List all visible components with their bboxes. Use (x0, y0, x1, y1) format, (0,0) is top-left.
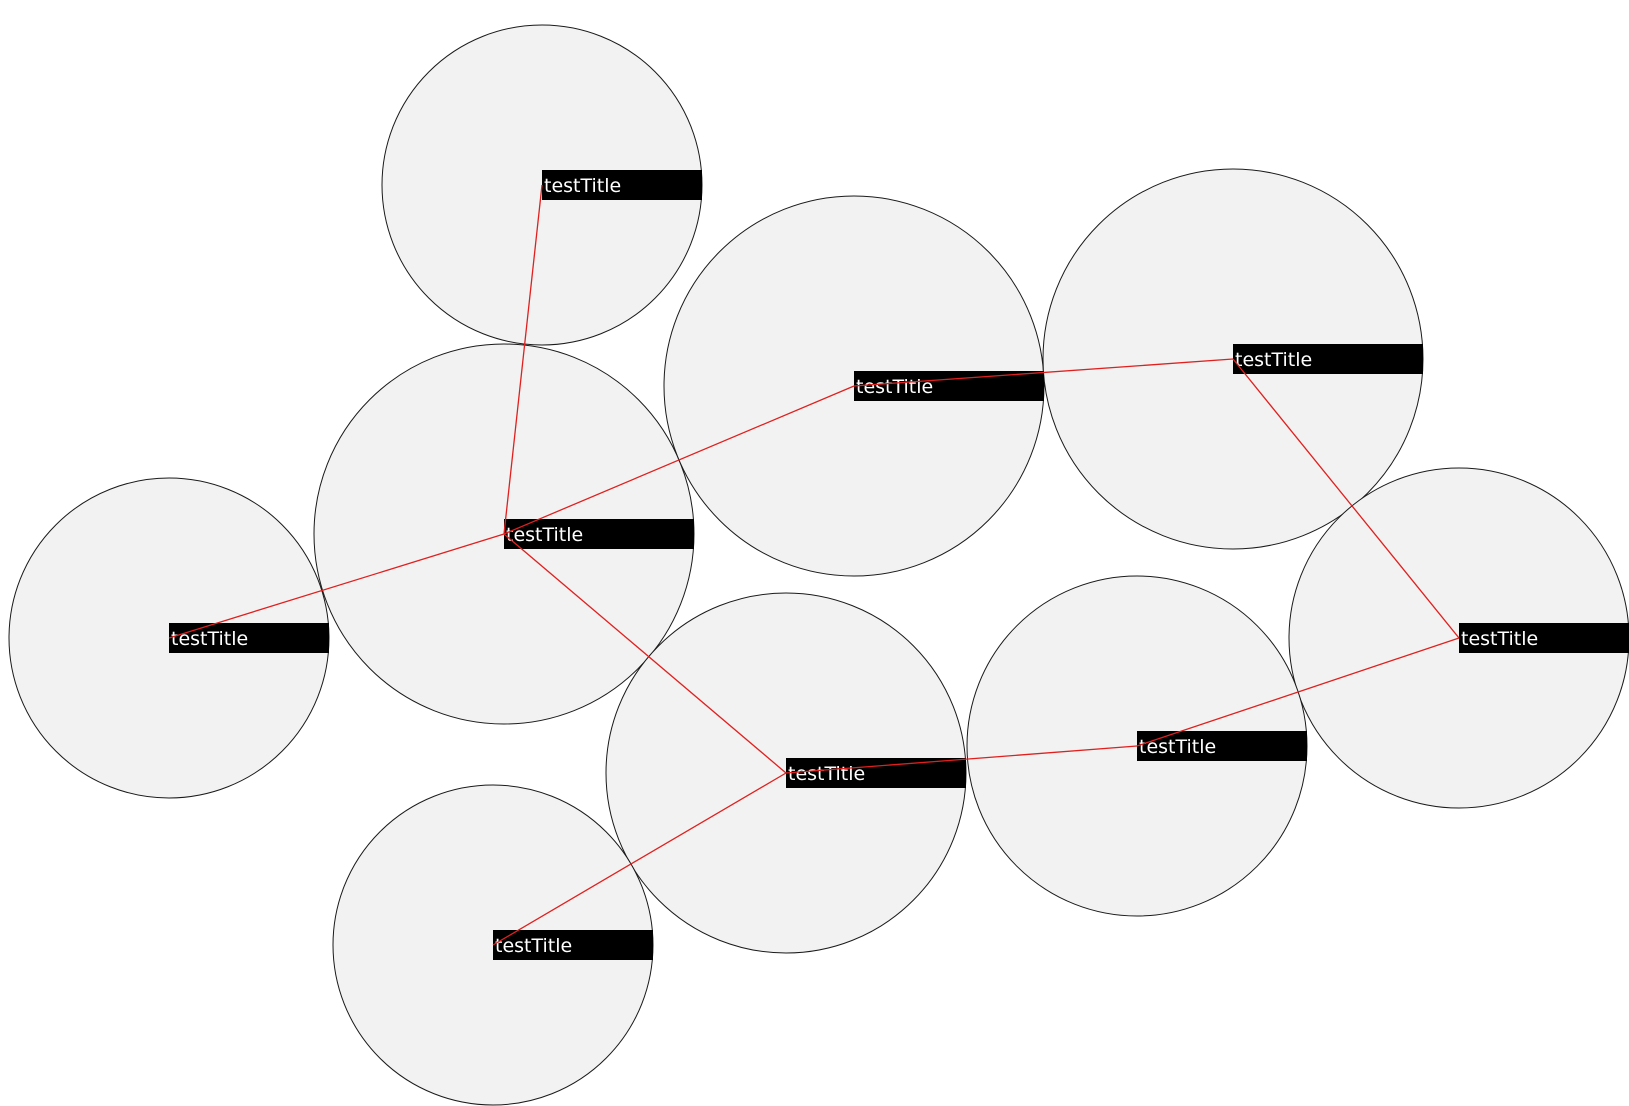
node-title: testTitle (1235, 349, 1312, 371)
node-title: testTitle (544, 175, 621, 197)
node-label-background (169, 623, 329, 653)
edge-n2-n3 (503, 385, 855, 535)
node-labels-layer: testTitle testTitle testTitle testTitle test… (169, 170, 1629, 960)
node-label-background (504, 519, 694, 549)
node-label-background (1459, 623, 1629, 653)
edges-layer (168, 184, 1460, 946)
edge-n2-n7 (503, 533, 787, 774)
edge-n9-n10 (1136, 637, 1460, 747)
node-label-tag: testTitle (169, 623, 329, 653)
node-circles-layer (8, 24, 1629, 1106)
node-title: testTitle (856, 376, 933, 398)
node-label-tag: testTitle (1137, 731, 1307, 761)
node-label-background (1233, 344, 1423, 374)
node-label-background (493, 930, 653, 960)
node-label-tag: testTitle (786, 758, 966, 788)
node-label-tag: testTitle (504, 519, 694, 549)
edge-n7-n8 (492, 772, 787, 946)
edge-n7-n9 (785, 745, 1138, 774)
node-label-tag: testTitle (854, 371, 1044, 401)
node-title: testTitle (506, 524, 583, 546)
edge-n3-n4 (853, 358, 1234, 387)
node-title: testTitle (171, 628, 248, 650)
node-label-tag: testTitle (1459, 623, 1629, 653)
node-title: testTitle (1461, 628, 1538, 650)
edge-n2-n1 (503, 184, 543, 535)
node-title: testTitle (495, 935, 572, 957)
node-title: testTitle (1139, 736, 1216, 758)
node-label-tag: testTitle (1233, 344, 1423, 374)
node-label-tag: testTitle (542, 170, 702, 200)
node-label-background (854, 371, 1044, 401)
node-label-tag: testTitle (493, 930, 653, 960)
node-label-background (786, 758, 966, 788)
node-label-background (542, 170, 702, 200)
edge-n4-n5 (1232, 358, 1460, 639)
edge-n2-n6 (168, 533, 505, 639)
node-title: testTitle (788, 763, 865, 785)
